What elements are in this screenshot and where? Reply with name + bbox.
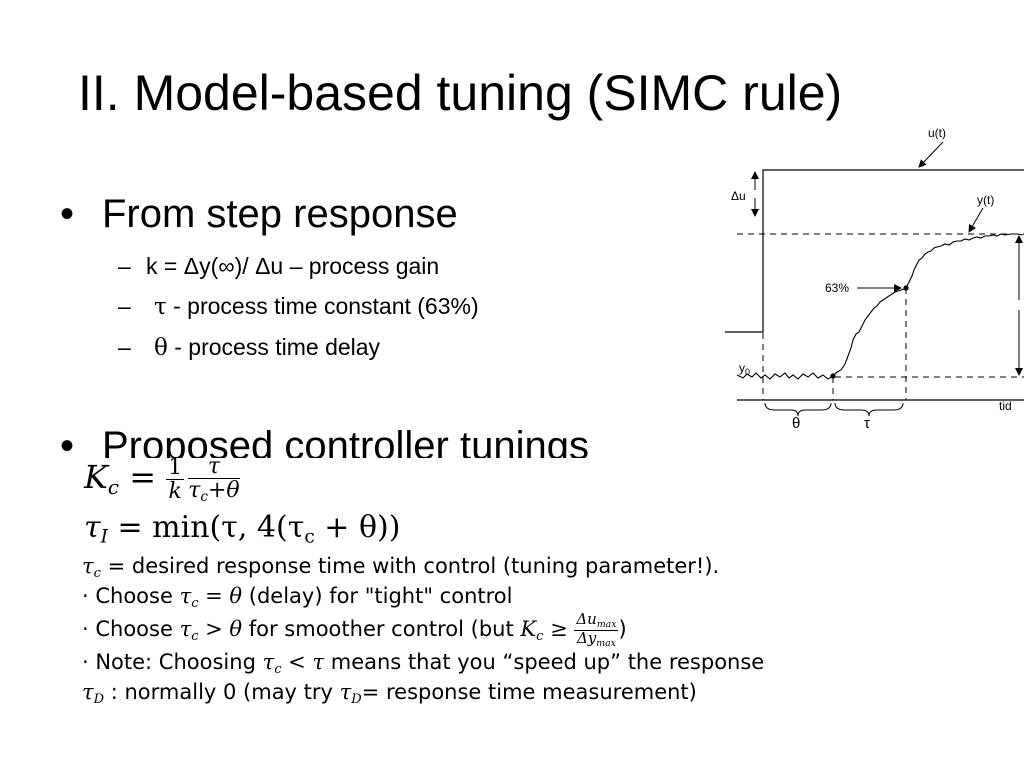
delay-point — [830, 373, 836, 379]
label-du: Δu — [731, 189, 746, 203]
theta-brace — [764, 402, 832, 417]
tau-i-subscript: I — [100, 526, 108, 548]
sub-bullet-text: - process time constant (63%) — [166, 293, 479, 319]
slide-title: II. Model-based tuning (SIMC rule) — [78, 65, 843, 121]
label-time: tid — [999, 399, 1012, 413]
step-response-figure: u(t) Δu y(t) 63% y0 tid θ τ — [725, 126, 1024, 432]
bullet-marker: • — [60, 192, 75, 236]
label-theta: θ — [792, 415, 800, 432]
theta-symbol: θ — [154, 335, 168, 361]
line-note-speed-up: · Note: Choosing τc < τ means that you “… — [82, 650, 765, 677]
label-y0: y0 — [739, 361, 750, 377]
fraction-denominator: k — [168, 479, 182, 505]
tau-i-symbol: τ — [84, 510, 101, 545]
bullet-step-response: • From step response — [60, 190, 458, 238]
sub-bullet-time-constant: –τ - process time constant (63%) — [118, 291, 479, 322]
sub-bullet-dash: – — [118, 253, 131, 279]
fraction-denominator: τc+θ — [188, 478, 240, 506]
line-choose-smoother: · Choose τc > θ for smoother control (bu… — [82, 610, 627, 649]
label-tau: τ — [864, 415, 870, 432]
line-tau-d: τD : normally 0 (may try τD= response ti… — [82, 680, 697, 707]
line-tau-c-definition: τc = desired response time with control … — [82, 554, 720, 581]
formula-tau-i: τI = min(τ, 4(τc + θ)) — [84, 510, 400, 548]
tau-point — [903, 285, 909, 291]
sub-bullet-gain: –k = Δy(∞)/ Δu – process gain — [118, 251, 439, 281]
sub-bullet-text: k = Δy(∞)/ Δu – process gain — [146, 253, 440, 279]
tau-brace — [834, 402, 904, 417]
label-y: y(t) — [977, 193, 994, 207]
u-pointer — [918, 141, 944, 168]
label-u: u(t) — [928, 126, 946, 140]
sub-bullet-text: - process time delay — [167, 334, 381, 360]
bullet-text: From step response — [102, 192, 458, 236]
kc-symbol: K — [84, 458, 108, 497]
tau-i-rhs: = min(τ, 4(τc + θ)) — [107, 510, 401, 548]
line-choose-tight: · Choose τc = θ (delay) for "tight" cont… — [82, 584, 513, 611]
bullet-controller-tunings: • Proposed controller tunings — [60, 422, 589, 458]
y-pointer — [968, 207, 984, 233]
bullet-text: Proposed controller tunings — [102, 424, 589, 458]
fraction-numerator: 1 — [166, 455, 185, 481]
kc-subscript: c — [107, 476, 120, 500]
sub-bullet-time-delay: –θ - process time delay — [118, 332, 380, 363]
equals-sign: = — [119, 458, 167, 497]
sub-bullet-dash: – — [118, 334, 131, 360]
response-curve — [736, 233, 1024, 380]
bullet-marker: • — [60, 424, 75, 458]
sub-bullet-dash: – — [118, 293, 131, 319]
label-63: 63% — [825, 281, 849, 295]
fraction-numerator: τ — [188, 455, 240, 480]
tau-symbol: τ — [154, 294, 167, 320]
